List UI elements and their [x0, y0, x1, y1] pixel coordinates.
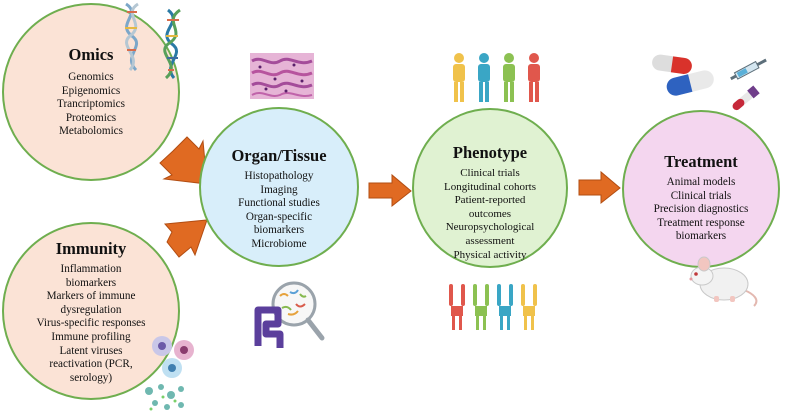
immunity-item: Inflammation [60, 263, 122, 275]
immunity-item: serology) [69, 371, 113, 384]
arrow-phenotype-to-treatment [578, 170, 621, 205]
organ-tissue-item: Organ-specific [245, 210, 313, 223]
phenotype-item: outcomes [468, 207, 512, 220]
treatment-item: Treatment response [657, 216, 745, 229]
dna-icon [125, 2, 181, 80]
omics-node: Omics Genomics Epigenomics Trancriptomic… [2, 3, 180, 181]
omics-item: Proteomics [65, 111, 117, 124]
arrow-immunity-to-organ [163, 219, 208, 258]
organ-tissue-item: Imaging [260, 183, 298, 196]
omics-item: Epigenomics [61, 84, 121, 97]
immunity-node: Immunity Inflammation biomarkers Markers… [2, 222, 180, 400]
organ-tissue-item: biomarkers [253, 224, 305, 237]
phenotype-node: Phenotype Clinical trials Longitudinal c… [412, 108, 568, 268]
immunity-title: Immunity [55, 239, 127, 258]
phenotype-item: Physical activity [453, 248, 527, 261]
blood-tube-icon [732, 85, 760, 111]
treatment-item: Clinical trials [670, 189, 732, 202]
phenotype-item: Neuropsychological [445, 221, 535, 234]
treatment-node: Treatment Animal models Clinical trials … [622, 110, 780, 268]
immunity-item: reactivation (PCR, [49, 358, 133, 371]
phenotype-item: Patient-reported [454, 194, 526, 207]
organ-tissue-node: Organ/Tissue Histopathology Imaging Func… [199, 107, 359, 267]
treatment-title: Treatment [664, 152, 738, 171]
immunity-item: Markers of immune [46, 290, 136, 303]
omics-item: Metabolomics [58, 125, 123, 138]
omics-title: Omics [68, 45, 114, 65]
people-group-icon [453, 53, 540, 102]
intestine-icon [254, 306, 284, 348]
omics-item: Genomics [68, 71, 114, 84]
immunity-item: Immune profiling [51, 330, 131, 343]
immunity-item: biomarkers [65, 276, 117, 289]
immune-cells-icon [152, 336, 194, 378]
phenotype-item: Longitudinal cohorts [444, 180, 536, 193]
arrow-organ-to-phenotype [368, 173, 412, 208]
organ-tissue-item: Microbiome [251, 237, 307, 250]
organ-tissue-item: Histopathology [244, 170, 314, 182]
immunity-item: Virus-specific responses [36, 317, 146, 330]
syringe-icon [730, 58, 767, 81]
omics-item: Trancriptomics [57, 98, 125, 111]
tissue-histology-icon [250, 53, 314, 99]
microscope-bacteria-icon [271, 281, 325, 341]
treatment-item: biomarkers [675, 230, 727, 243]
treatment-item: Precision diagnostics [653, 203, 749, 216]
mouse-icon [689, 256, 758, 307]
people-figures-icon [449, 284, 537, 330]
immunity-item: dysregulation [60, 303, 122, 316]
organ-tissue-item: Functional studies [238, 197, 320, 210]
phenotype-item: Clinical trials [460, 167, 520, 179]
organ-tissue-title: Organ/Tissue [231, 146, 327, 165]
phenotype-title: Phenotype [452, 143, 528, 162]
virus-particles-icon [145, 384, 184, 411]
pills-icon [652, 54, 714, 96]
phenotype-item: assessment [465, 234, 515, 247]
immunity-item: Latent viruses [59, 344, 123, 357]
treatment-item: Animal models [666, 176, 736, 188]
